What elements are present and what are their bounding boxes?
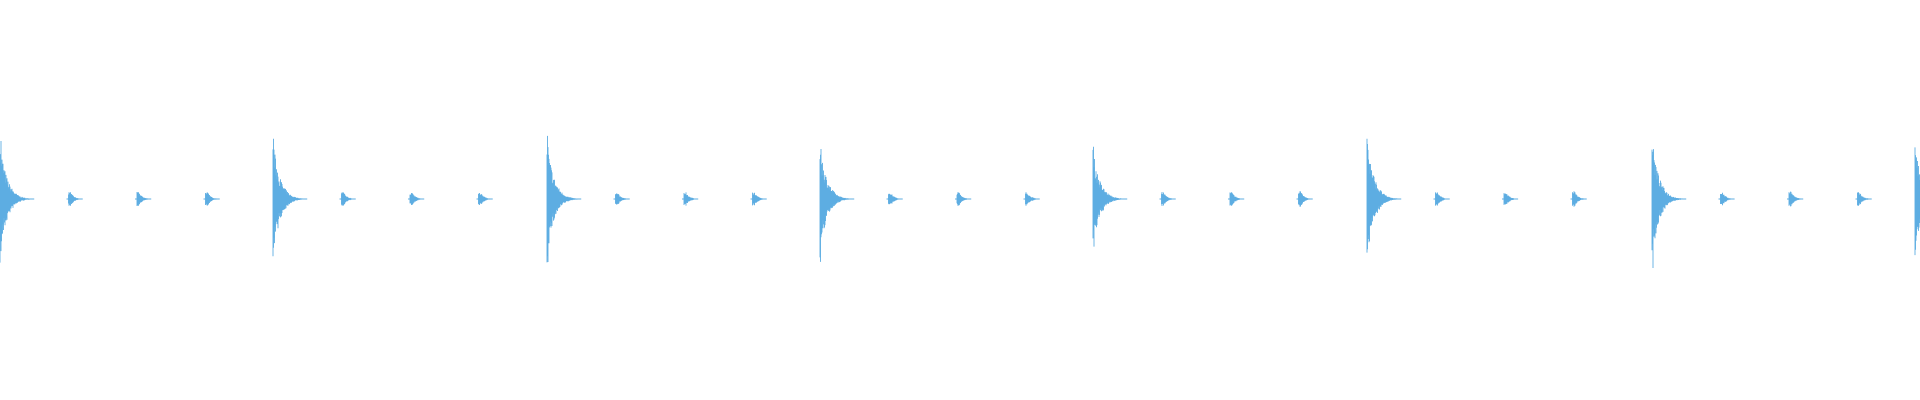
waveform-beat-1-2 (66, 192, 83, 206)
waveform-beat-6-4 (1570, 191, 1587, 207)
waveform-accent-beat-1 (0, 141, 35, 263)
waveform-beat-1-3 (135, 192, 152, 206)
waveform-beat-6-2 (1433, 192, 1450, 206)
waveform-beat-7-4 (1855, 192, 1872, 206)
waveform-beat-5-2 (1159, 192, 1176, 206)
waveform-beat-4-2 (886, 193, 903, 205)
waveform-accent-beat-3 (546, 135, 582, 263)
waveform-accent-beat-7 (1651, 149, 1687, 268)
waveform-beat-2-4 (476, 193, 493, 205)
waveform-accent-beat-8 (1914, 147, 1920, 256)
waveform-accent-beat-6 (1366, 138, 1402, 253)
waveform-beat-2-3 (408, 193, 425, 205)
waveform-beat-2-2 (339, 192, 356, 206)
waveform-beat-3-2 (613, 193, 630, 205)
waveform-beat-7-3 (1787, 191, 1804, 207)
waveform-beat-7-2 (1718, 192, 1735, 206)
waveform-beat-5-3 (1228, 192, 1245, 206)
waveform-accent-beat-5 (1092, 146, 1128, 247)
waveform-accent-beat-2 (272, 138, 308, 257)
waveform-beat-4-4 (1023, 192, 1040, 206)
waveform-beat-3-4 (750, 192, 767, 206)
waveform-accent-beat-4 (819, 149, 855, 262)
waveform-beat-3-3 (682, 192, 699, 206)
waveform-beat-4-3 (955, 192, 972, 206)
waveform-beat-5-4 (1296, 191, 1313, 207)
waveform-beat-6-3 (1502, 193, 1519, 205)
waveform-beat-1-4 (203, 192, 220, 206)
